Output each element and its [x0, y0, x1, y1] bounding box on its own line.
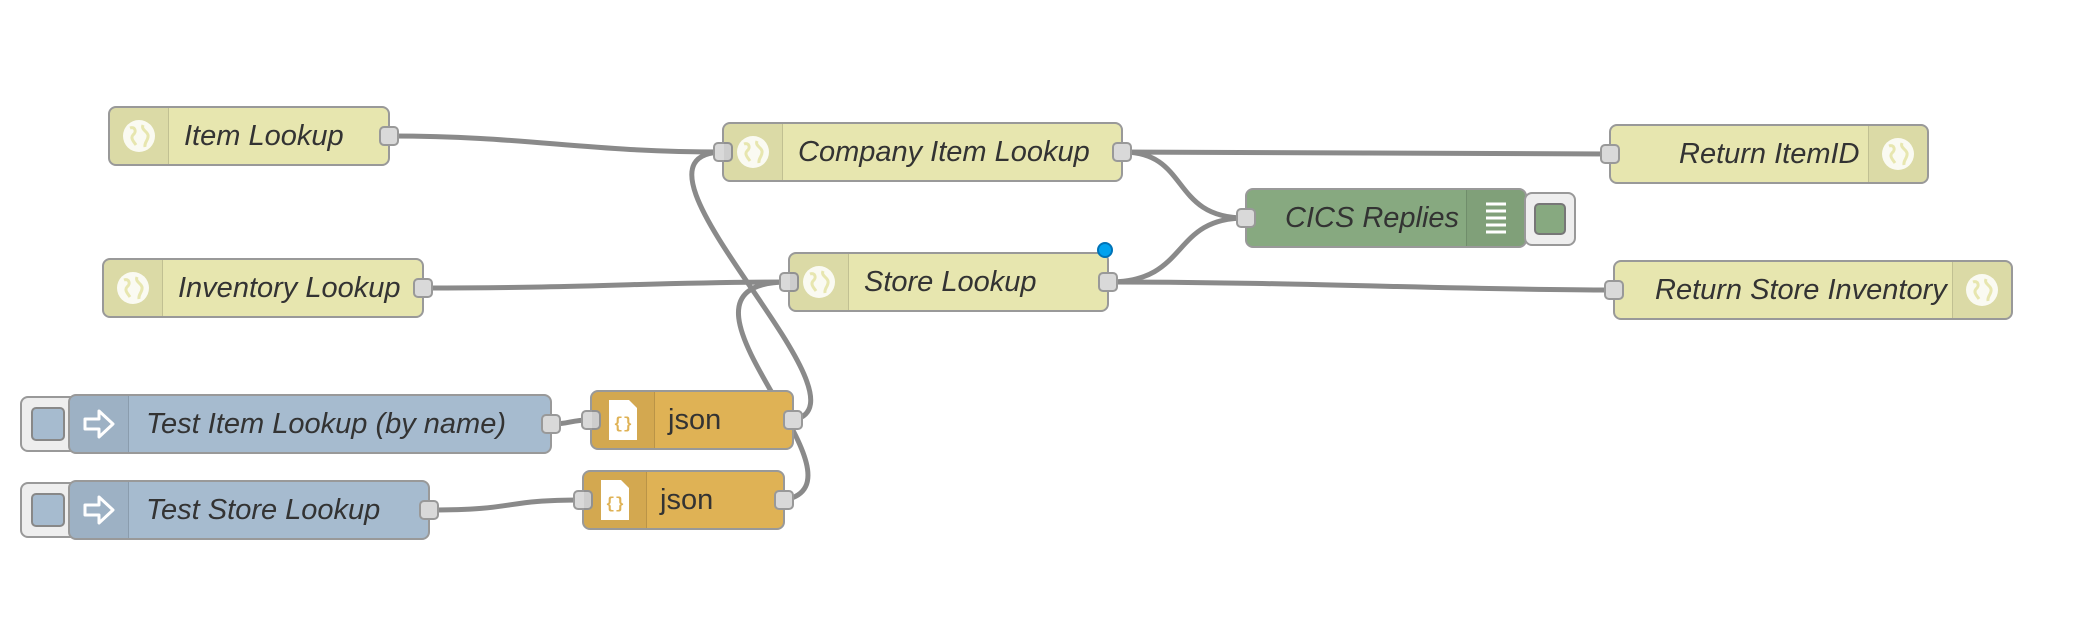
changed-indicator	[1097, 242, 1113, 258]
node-label: Test Store Lookup	[146, 493, 381, 526]
json-icon: {}	[592, 392, 655, 448]
output-port[interactable]	[774, 490, 794, 510]
inject-trigger-fill	[31, 493, 65, 527]
globe-icon	[724, 124, 783, 180]
node-label: Item Lookup	[184, 119, 344, 152]
svg-text:{}: {}	[605, 495, 624, 513]
node-label: Return Store Inventory	[1655, 273, 1947, 306]
node-label: Test Item Lookup (by name)	[146, 407, 506, 440]
node-label: Return ItemID	[1679, 137, 1860, 170]
output-port[interactable]	[413, 278, 433, 298]
output-port[interactable]	[419, 500, 439, 520]
input-port[interactable]	[779, 272, 799, 292]
node-store-lookup[interactable]: Store Lookup	[779, 242, 1118, 312]
node-inventory-lookup[interactable]: Inventory Lookup	[102, 258, 433, 318]
node-cics-replies[interactable]: CICS Replies	[1236, 188, 1527, 248]
wire-json2-to-store-lookup[interactable]	[735, 279, 811, 503]
node-label: json	[668, 403, 722, 436]
wire-inventory-lookup-to-store-lookup[interactable]	[421, 279, 791, 291]
node-label: Store Lookup	[864, 265, 1037, 298]
node-test-item-lookup[interactable]: Test Item Lookup (by name)	[68, 394, 561, 454]
node-json-2[interactable]: {} json	[573, 470, 794, 530]
debug-list-icon	[1466, 190, 1525, 246]
globe-icon	[110, 108, 169, 164]
node-company-item-lookup[interactable]: Company Item Lookup	[713, 122, 1132, 182]
output-port[interactable]	[783, 410, 803, 430]
wire-test-store-lookup-to-json2[interactable]	[427, 497, 585, 513]
node-return-store-inventory[interactable]: Return Store Inventory	[1604, 260, 2013, 320]
node-test-store-lookup[interactable]: Test Store Lookup	[68, 480, 439, 540]
node-json-1[interactable]: {} json	[581, 390, 803, 450]
wire-json1-to-company-item-lookup[interactable]	[689, 149, 813, 423]
arrow-in-icon	[70, 396, 129, 452]
wire-item-lookup-to-company-item-lookup[interactable]	[387, 133, 727, 155]
debug-toggle-button[interactable]	[1524, 192, 1576, 246]
debug-toggle-fill	[1534, 203, 1566, 235]
globe-icon	[1868, 126, 1927, 182]
input-port[interactable]	[573, 490, 593, 510]
output-port[interactable]	[541, 414, 561, 434]
wire-store-lookup-to-cics-replies[interactable]	[1106, 215, 1248, 285]
input-port[interactable]	[713, 142, 733, 162]
node-return-itemid[interactable]: Return ItemID	[1600, 124, 1929, 184]
node-label: Inventory Lookup	[178, 271, 401, 304]
wire-store-lookup-to-return-store-inventory[interactable]	[1106, 279, 1616, 293]
input-port[interactable]	[581, 410, 601, 430]
input-port[interactable]	[1600, 144, 1620, 164]
inject-trigger-fill	[31, 407, 65, 441]
node-label: json	[660, 483, 714, 516]
node-item-lookup[interactable]: Item Lookup	[108, 106, 399, 166]
node-label: Company Item Lookup	[798, 135, 1090, 168]
output-port[interactable]	[1112, 142, 1132, 162]
input-port[interactable]	[1236, 208, 1256, 228]
globe-icon	[104, 260, 163, 316]
output-port[interactable]	[379, 126, 399, 146]
json-icon: {}	[584, 472, 647, 528]
svg-text:{}: {}	[613, 415, 632, 433]
wire-company-item-lookup-to-cics-replies[interactable]	[1120, 149, 1248, 221]
globe-icon	[1952, 262, 2011, 318]
arrow-in-icon	[70, 482, 129, 538]
wire-company-item-lookup-to-return-itemid[interactable]	[1120, 149, 1612, 157]
node-label: CICS Replies	[1285, 201, 1460, 234]
output-port[interactable]	[1098, 272, 1118, 292]
input-port[interactable]	[1604, 280, 1624, 300]
globe-icon	[790, 254, 849, 310]
